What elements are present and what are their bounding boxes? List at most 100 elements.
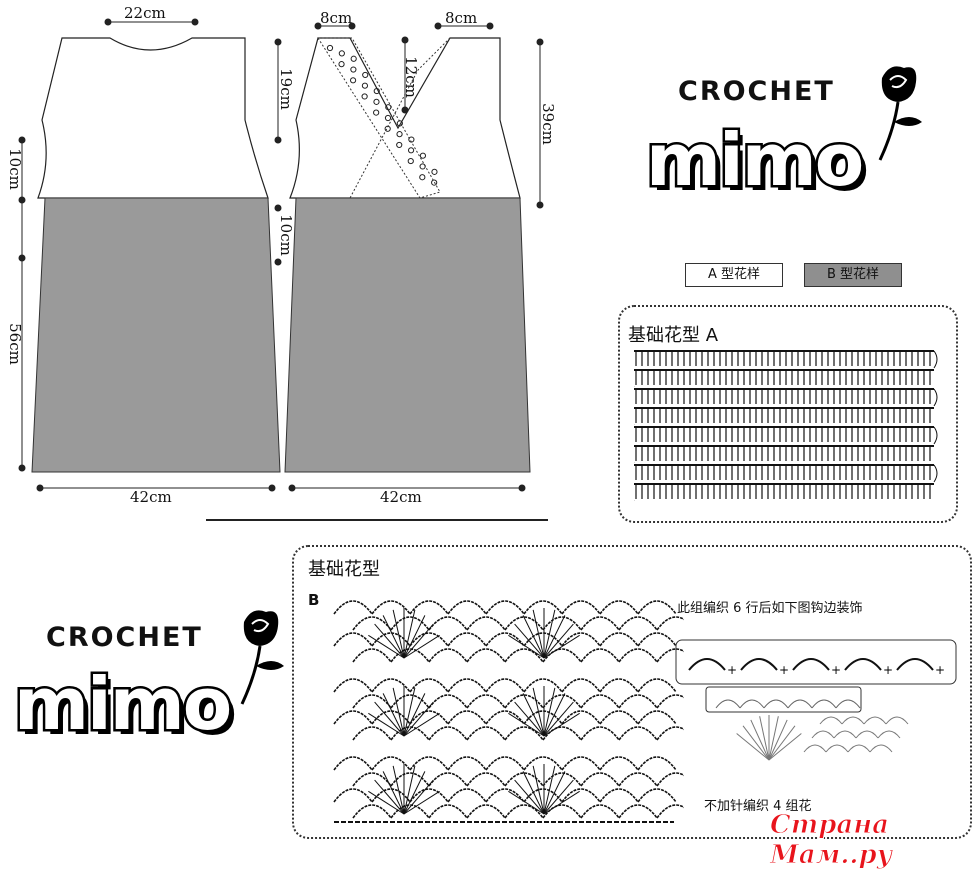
picot-arc (688, 658, 726, 671)
lace-dot (419, 163, 426, 170)
chain-arc (504, 726, 544, 741)
chain-arc (352, 726, 392, 741)
chain-arc (352, 772, 392, 787)
chain-arc (466, 772, 506, 787)
chain-arc (466, 804, 506, 819)
chain-arc (599, 756, 639, 771)
fan-stitch (768, 716, 779, 761)
lace-dot (373, 109, 380, 116)
fan-stitch (403, 634, 440, 659)
chain-arc (485, 678, 525, 693)
picot-arc (896, 658, 934, 671)
fan-stitch (543, 623, 574, 659)
chain-arc (841, 716, 865, 725)
chain-arc (863, 716, 887, 725)
front-bodice (289, 37, 521, 199)
edge-arc (811, 699, 837, 709)
chain-arc (485, 710, 525, 725)
logo-bottom: CROCHET mimo (10, 600, 300, 760)
picot-arc (844, 658, 882, 671)
chain-arc (485, 600, 525, 615)
front-v-depth-label: 12cm (401, 56, 420, 98)
chain-arc (390, 804, 430, 819)
chain-arc (523, 600, 563, 615)
chain-arc (504, 772, 544, 787)
lace-dot (362, 71, 369, 79)
chain-arc (352, 804, 392, 819)
chain-arc (819, 716, 843, 725)
chain-arc (466, 648, 506, 663)
fan-stitch (374, 701, 405, 737)
chain-arc (447, 600, 487, 615)
lace-dot (396, 141, 403, 149)
chain-arc (371, 632, 411, 647)
chain-arc (637, 710, 677, 725)
fan-stitch (522, 771, 545, 815)
chain-arc (656, 804, 684, 819)
front-bodice-side-label: 10cm (276, 214, 295, 256)
fan-stitch (403, 779, 434, 815)
front-left-shoulder-label: 8cm (320, 9, 353, 27)
chain-arc (447, 632, 487, 647)
pattern-a-box: 基础花型 A (618, 305, 958, 523)
fan-stitch (508, 634, 545, 659)
chain-arc (428, 772, 468, 787)
fan-stitch (514, 701, 545, 737)
back-bodice (37, 37, 269, 199)
chain-arc (618, 772, 658, 787)
chain-arc (877, 730, 901, 739)
lace-dot (361, 82, 369, 89)
lace-dot (350, 55, 357, 62)
fan-stitch (382, 615, 405, 659)
lace-dot (419, 174, 426, 181)
logo-crochet-text: CROCHET (46, 622, 203, 653)
fan-stitch (392, 609, 405, 659)
lace-dot (373, 87, 380, 95)
logo-crochet-text: CROCHET (678, 76, 835, 107)
fan-stitch (543, 615, 566, 659)
picot-arc (740, 658, 778, 671)
fan-stitch (403, 771, 426, 815)
chain-arc (523, 710, 563, 725)
chain-arc (656, 648, 684, 663)
fan-stitch (514, 779, 545, 815)
lace-dot (384, 114, 392, 122)
edging-callout (675, 639, 957, 685)
chain-arc (637, 756, 677, 771)
sc-mark: + (883, 663, 893, 677)
chain-arc (504, 694, 544, 709)
chain-arc (618, 804, 658, 819)
chain-arc (523, 678, 563, 693)
pattern-b-box: 基础花型 B 此组编织 6 行后如下图钩边装饰 +++++ 不加针编织 4 组花 (292, 545, 972, 839)
pattern-b-note-bottom: 不加针编织 4 组花 (704, 799, 812, 814)
chain-arc (580, 772, 620, 787)
logo-mimo-text: mimo (11, 660, 234, 749)
fan-stitch (768, 733, 802, 761)
edging-chart: +++++ (675, 639, 957, 761)
chain-arc (428, 648, 468, 663)
chain-arc (656, 616, 684, 631)
chain-arc (390, 616, 430, 631)
fan-stitch (768, 725, 796, 761)
chain-arc (637, 678, 677, 693)
turn-chain (933, 350, 938, 369)
fan-stitch (543, 609, 556, 659)
chain-arc (428, 804, 468, 819)
chain-arc (561, 710, 601, 725)
chain-arc (580, 694, 620, 709)
fan-stitch (382, 771, 405, 815)
chain-arc (428, 616, 468, 631)
chain-arc (580, 648, 620, 663)
lace-dot (407, 157, 414, 165)
chain-arc (542, 726, 582, 741)
sc-mark: + (779, 663, 789, 677)
chain-arc (618, 616, 658, 631)
chain-arc (371, 788, 411, 803)
chain-arc (371, 678, 411, 693)
chain-arc (847, 744, 871, 753)
chain-arc (409, 788, 449, 803)
fan-stitch (543, 765, 556, 815)
chain-arc (580, 726, 620, 741)
fan-stitch (403, 712, 440, 737)
turn-chain (933, 464, 938, 483)
